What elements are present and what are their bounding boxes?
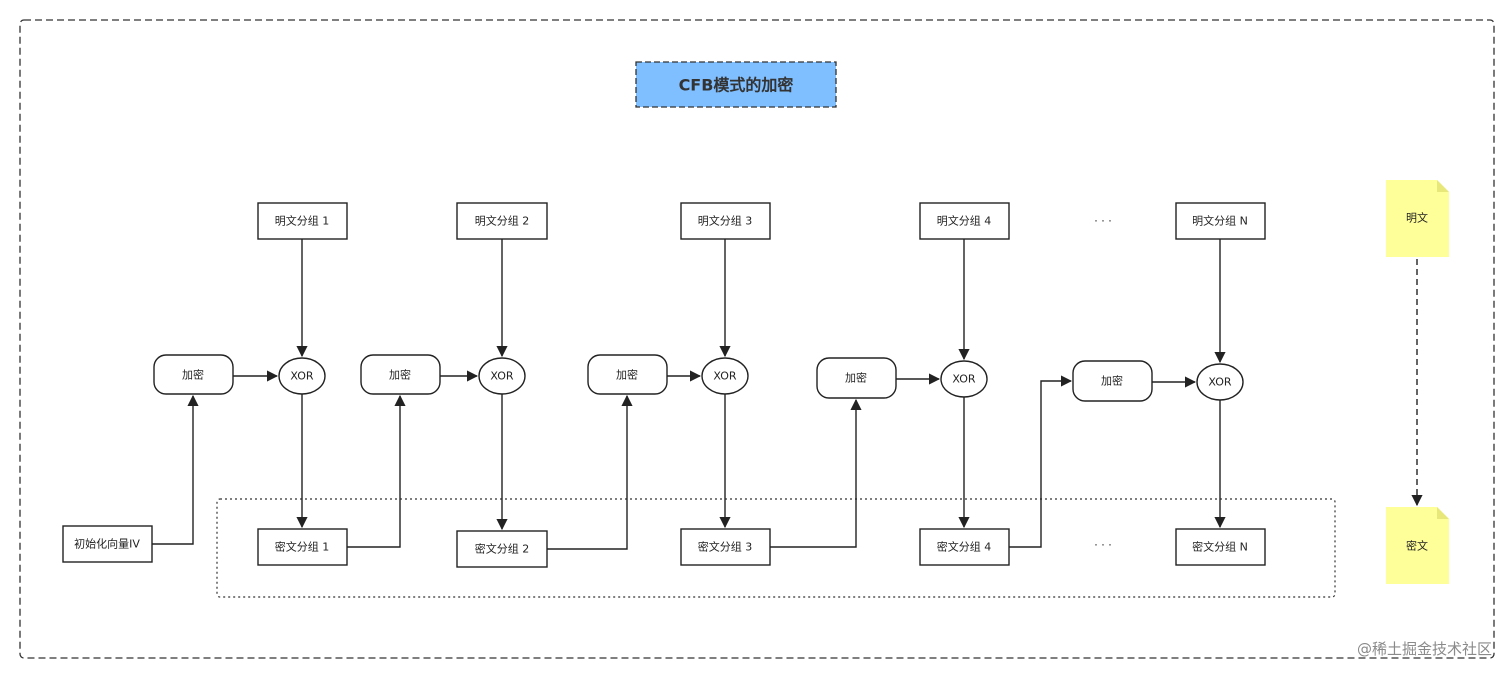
- svg-text:密文: 密文: [1406, 539, 1428, 553]
- svg-text:密文分组 N: 密文分组 N: [1192, 540, 1248, 554]
- ciphertext-block: 密文分组 1: [257, 528, 348, 566]
- arrow-feedback: [547, 394, 633, 550]
- ciphertext-block: 密文分组 3: [680, 528, 771, 566]
- title-box: CFB模式的加密: [635, 61, 837, 108]
- svg-text:密文分组 1: 密文分组 1: [275, 540, 330, 554]
- svg-text:密文分组 2: 密文分组 2: [475, 542, 530, 556]
- arrow-feedback: [1009, 375, 1073, 548]
- xor-node: XOR: [278, 357, 326, 395]
- svg-text:XOR: XOR: [713, 370, 736, 383]
- xor-node: XOR: [701, 357, 749, 395]
- encrypt-block: 加密: [153, 354, 234, 395]
- svg-text:初始化向量IV: 初始化向量IV: [74, 537, 140, 551]
- arrow-feedback: [347, 394, 406, 548]
- ellipsis-bottom: · · ·: [1094, 539, 1111, 552]
- encrypt-block: 加密: [1072, 360, 1153, 402]
- svg-text:明文分组 4: 明文分组 4: [937, 214, 992, 228]
- watermark: @稀土掘金技术社区: [1357, 640, 1492, 658]
- svg-text:XOR: XOR: [490, 370, 513, 383]
- svg-text:密文分组 3: 密文分组 3: [698, 540, 753, 554]
- outer-frame: [19, 19, 1495, 659]
- xor-node: XOR: [940, 360, 988, 398]
- ciphertext-block: 密文分组 N: [1175, 528, 1266, 566]
- svg-text:明文分组 3: 明文分组 3: [698, 214, 753, 228]
- svg-text:明文分组 2: 明文分组 2: [475, 214, 530, 228]
- encrypt-block: 加密: [816, 357, 897, 399]
- ciphertext-block: 密文分组 2: [456, 530, 548, 568]
- svg-text:XOR: XOR: [290, 370, 313, 383]
- svg-text:加密: 加密: [389, 368, 411, 382]
- xor-node: XOR: [478, 357, 526, 395]
- svg-text:加密: 加密: [616, 368, 638, 382]
- legend-plaintext-note: 明文: [1386, 180, 1449, 257]
- arrow-iv-to-encrypt: [152, 394, 199, 545]
- svg-text:明文: 明文: [1406, 211, 1428, 225]
- plaintext-block: 明文分组 3: [680, 202, 771, 240]
- legend-ciphertext-note: 密文: [1386, 507, 1449, 584]
- svg-text:加密: 加密: [1101, 374, 1123, 388]
- svg-text:密文分组 4: 密文分组 4: [937, 540, 992, 554]
- ciphertext-group-frame: [216, 498, 1336, 598]
- arrow-feedback: [770, 398, 862, 548]
- plaintext-block: 明文分组 1: [257, 202, 348, 240]
- svg-text:明文分组 N: 明文分组 N: [1192, 214, 1248, 228]
- plaintext-block: 明文分组 4: [919, 202, 1010, 240]
- plaintext-block: 明文分组 2: [456, 202, 548, 240]
- encrypt-block: 加密: [360, 354, 441, 395]
- svg-text:明文分组 1: 明文分组 1: [275, 214, 330, 228]
- plaintext-block: 明文分组 N: [1175, 202, 1266, 240]
- svg-text:XOR: XOR: [1208, 376, 1231, 389]
- iv-block: 初始化向量IV: [62, 525, 153, 563]
- svg-text:XOR: XOR: [952, 373, 975, 386]
- svg-text:加密: 加密: [182, 368, 204, 382]
- diagram-title: CFB模式的加密: [679, 76, 794, 95]
- ciphertext-block: 密文分组 4: [919, 528, 1010, 566]
- xor-node: XOR: [1196, 363, 1244, 401]
- svg-text:加密: 加密: [845, 371, 867, 385]
- encrypt-block: 加密: [587, 354, 668, 395]
- ellipsis-top: · · ·: [1094, 215, 1111, 228]
